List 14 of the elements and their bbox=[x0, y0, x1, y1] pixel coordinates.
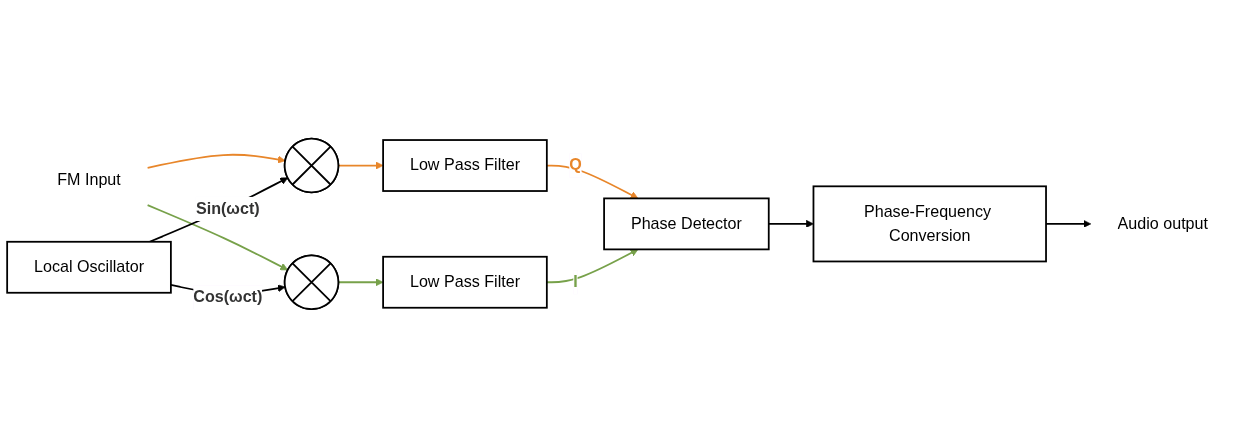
node-text: Audio output bbox=[1117, 214, 1209, 233]
node-text: FM Input bbox=[57, 171, 121, 190]
edge-label: Q bbox=[569, 156, 582, 175]
edge-label: I bbox=[573, 272, 578, 291]
arrow bbox=[146, 204, 289, 271]
edge-label: Sin(ωct) bbox=[195, 199, 260, 218]
node-box: Phase Detector bbox=[603, 197, 770, 251]
arrow bbox=[148, 177, 289, 243]
node-box: Local Oscillator bbox=[6, 240, 172, 294]
node-box: Phase-Frequency Conversion bbox=[812, 185, 1047, 263]
arrow bbox=[146, 153, 286, 169]
node-box: Low Pass Filter bbox=[382, 139, 548, 192]
edge-label: Cos(ωct) bbox=[193, 287, 263, 306]
node-box: Low Pass Filter bbox=[382, 255, 548, 309]
